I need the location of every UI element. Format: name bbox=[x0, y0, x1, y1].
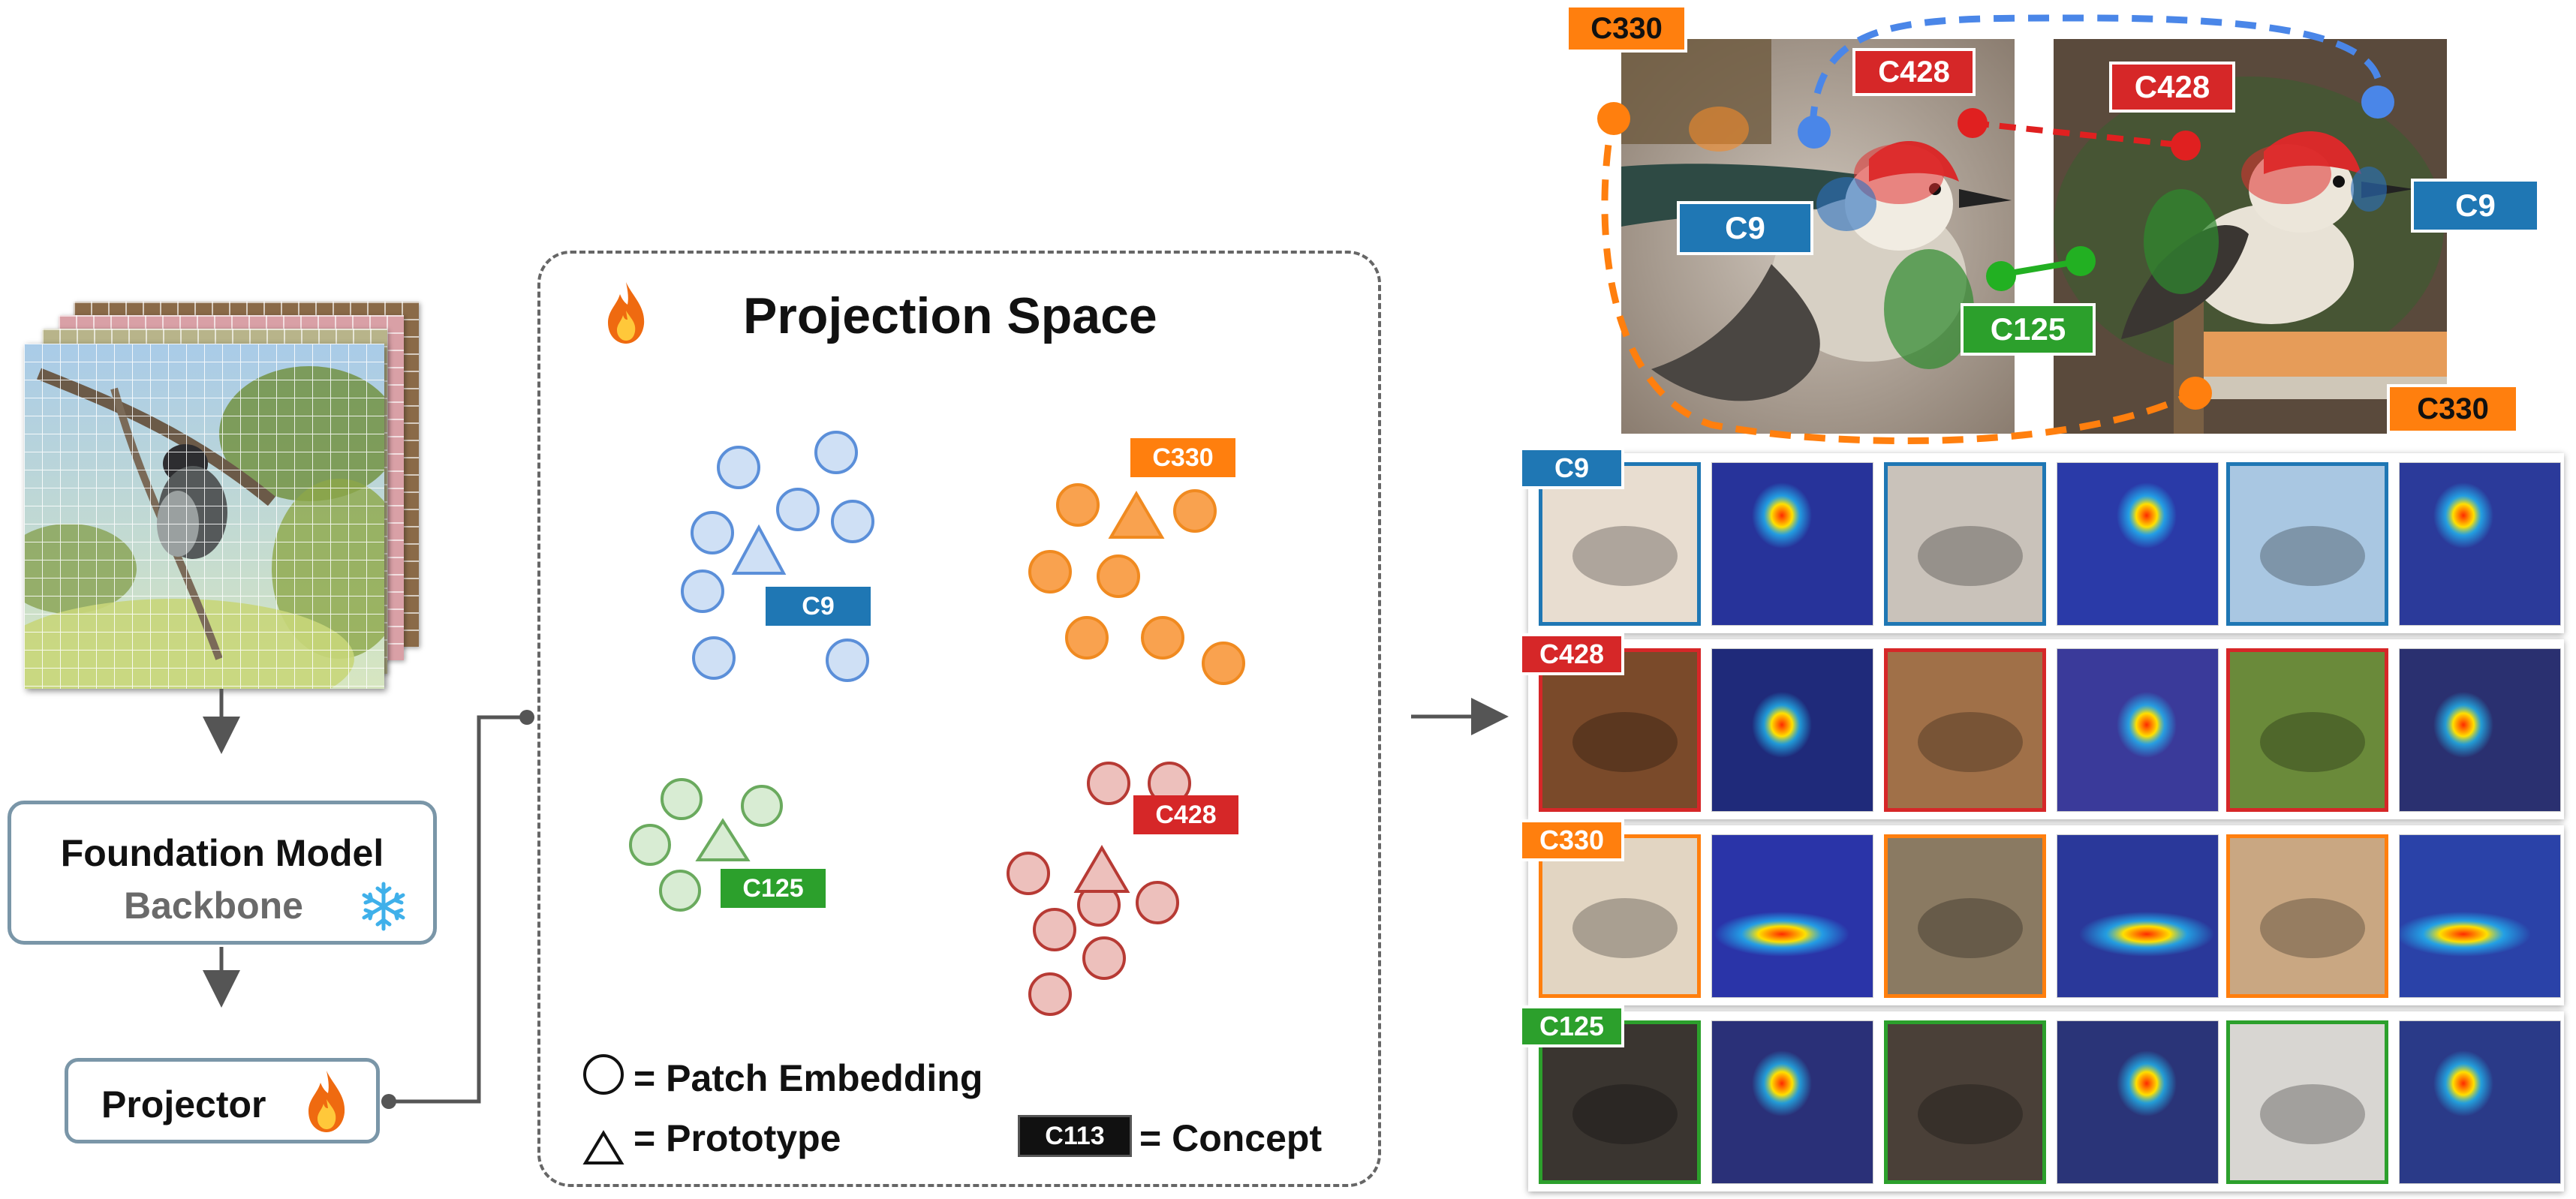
cluster-tag-c330: C330 bbox=[1130, 438, 1235, 477]
legend-triangle-icon bbox=[582, 1130, 624, 1164]
grid-row bbox=[1528, 453, 2564, 633]
heatmap-image bbox=[1711, 462, 1873, 626]
projector-box: Projector bbox=[65, 1058, 380, 1143]
photo-tag-c330-bottom: C330 bbox=[2387, 384, 2519, 434]
photo-tag-c9-left: C9 bbox=[1677, 201, 1813, 255]
photo-left bbox=[1621, 39, 2015, 434]
flame-icon bbox=[608, 282, 645, 344]
photo-tag-c125: C125 bbox=[1961, 303, 2096, 356]
prototype-c125 bbox=[695, 818, 751, 861]
grid-row-tag: C9 bbox=[1519, 447, 1624, 489]
legend-prototype: = Prototype bbox=[633, 1117, 841, 1159]
projection-space-title: Projection Space bbox=[743, 287, 1157, 344]
photo-tag-c428-right: C428 bbox=[2109, 62, 2235, 113]
photo-tag-c428-left: C428 bbox=[1852, 48, 1976, 96]
cluster-tag-c428: C428 bbox=[1133, 795, 1238, 834]
input-image-patched bbox=[24, 344, 384, 689]
photo-right bbox=[2054, 39, 2447, 434]
link-c9 bbox=[1809, 14, 2384, 128]
patch-crop bbox=[1884, 648, 2046, 812]
patch-crop bbox=[1539, 1020, 1701, 1184]
projection-space-panel: Projection Space bbox=[537, 251, 1381, 1187]
heatmap-image bbox=[2057, 462, 2219, 626]
heatmap-image bbox=[2057, 834, 2219, 998]
cluster-c330 bbox=[1028, 483, 1245, 685]
heatmap-image bbox=[1711, 834, 1873, 998]
patch-crop bbox=[1884, 834, 2046, 998]
prototype-c330 bbox=[1108, 491, 1165, 539]
patch-crop bbox=[1539, 834, 1701, 998]
patch-crop bbox=[1884, 1020, 2046, 1184]
flame-icon bbox=[308, 1071, 345, 1132]
heatmap-image bbox=[2057, 648, 2219, 812]
legend-concept-tag: C113 bbox=[1018, 1115, 1132, 1157]
prototype-c428 bbox=[1073, 845, 1130, 893]
prototype-c9 bbox=[731, 524, 787, 575]
heatmap-image bbox=[2399, 648, 2561, 812]
link-c330 bbox=[1601, 110, 2201, 445]
heatmap-image bbox=[2399, 462, 2561, 626]
cluster-tag-c9: C9 bbox=[766, 587, 871, 626]
grid-row-tag: C330 bbox=[1519, 819, 1624, 861]
photo-tag-c330-top: C330 bbox=[1566, 5, 1687, 53]
projector-label: Projector bbox=[101, 1083, 266, 1125]
legend-patch-embedding: = Patch Embedding bbox=[633, 1057, 983, 1099]
backbone-title: Foundation Model bbox=[60, 832, 384, 874]
heatmap-image bbox=[1711, 1020, 1873, 1184]
grid-row bbox=[1528, 1011, 2564, 1191]
cluster-c428 bbox=[1007, 762, 1191, 1016]
heatmap-image bbox=[1711, 648, 1873, 812]
link-c428 bbox=[1972, 120, 2186, 149]
cluster-c9 bbox=[681, 431, 874, 682]
grid-row bbox=[1528, 639, 2564, 819]
legend-concept: = Concept bbox=[1139, 1117, 1323, 1159]
patch-crop bbox=[2226, 1020, 2388, 1184]
backbone-box: Foundation Model Backbone bbox=[8, 801, 437, 945]
legend-symbols bbox=[582, 1054, 624, 1164]
snowflake-icon bbox=[362, 882, 405, 931]
embedding-clusters bbox=[629, 431, 1245, 1016]
grid-row-tag: C125 bbox=[1519, 1005, 1624, 1047]
cluster-tag-c125: C125 bbox=[721, 869, 826, 908]
patch-crop bbox=[2226, 462, 2388, 626]
heatmap-image bbox=[2399, 1020, 2561, 1184]
patch-crop bbox=[2226, 648, 2388, 812]
patch-crop bbox=[1884, 462, 2046, 626]
heatmap-image bbox=[2057, 1020, 2219, 1184]
concept-links bbox=[1597, 14, 2394, 445]
input-bird-photo bbox=[24, 344, 384, 689]
connector-projector-to-space bbox=[389, 715, 527, 1104]
backbone-subtitle: Backbone bbox=[124, 885, 303, 927]
cluster-c125 bbox=[629, 778, 783, 912]
grid-row bbox=[1528, 825, 2564, 1005]
grid-row-tag: C428 bbox=[1519, 633, 1624, 675]
heatmap-image bbox=[2399, 834, 2561, 998]
patch-crop bbox=[2226, 834, 2388, 998]
photo-tag-c9-right: C9 bbox=[2411, 179, 2540, 233]
legend-circle-icon bbox=[583, 1054, 624, 1095]
